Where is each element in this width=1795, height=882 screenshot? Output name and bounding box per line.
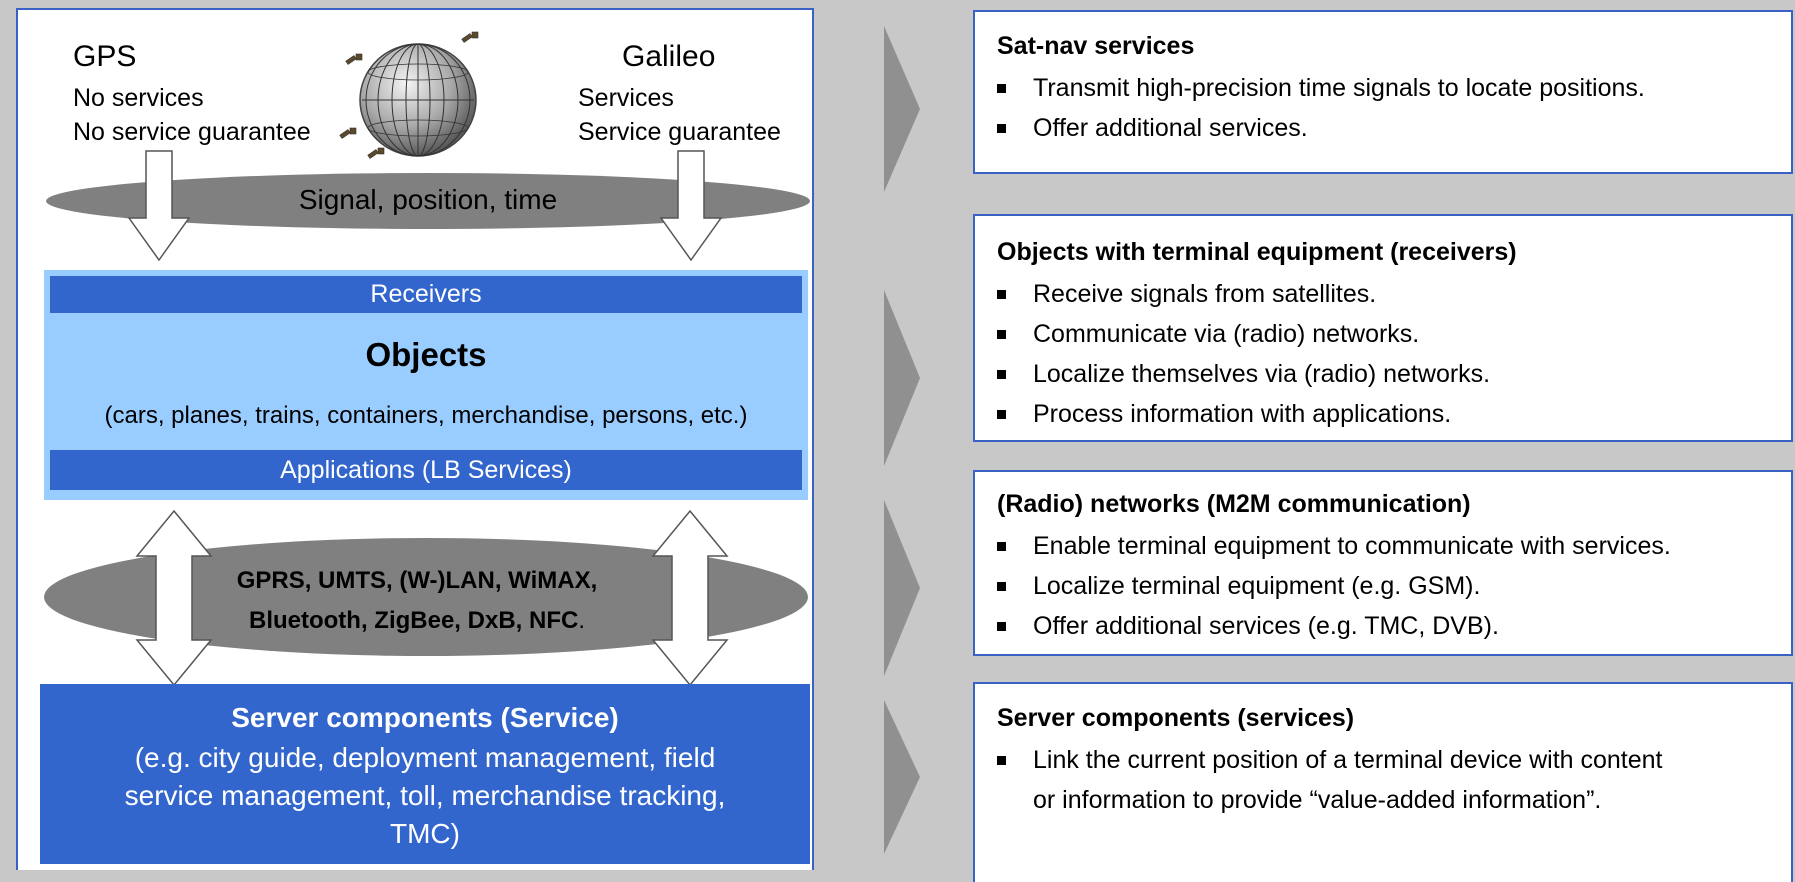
server-info-title: Server components (services) xyxy=(997,704,1355,732)
bullet-square-icon xyxy=(997,370,1006,379)
server-line-2: service management, toll, merchandise tr… xyxy=(124,780,726,811)
objects-examples: (cars, planes, trains, containers, merch… xyxy=(104,402,748,429)
chevron-server xyxy=(884,700,920,854)
list-item: Localize themselves via (radio) networks… xyxy=(997,354,1490,394)
gps-title: GPS xyxy=(73,40,137,73)
bullet-text: Offer additional services (e.g. TMC, DVB… xyxy=(1033,612,1499,640)
list-item: Offer additional services (e.g. TMC, DVB… xyxy=(997,606,1671,646)
bullet-text: Process information with applications. xyxy=(1033,400,1452,428)
sat-nav-box: Sat-nav services Transmit high-precision… xyxy=(973,10,1793,174)
list-item: Process information with applications. xyxy=(997,394,1490,434)
networks-info-box: (Radio) networks (M2M communication) Ena… xyxy=(973,470,1793,656)
list-item: Link the current position of a terminal … xyxy=(997,740,1663,780)
networks-line-2: Bluetooth, ZigBee, DxB, NFC. xyxy=(18,607,816,635)
list-item: Communicate via (radio) networks. xyxy=(997,314,1490,354)
networks-line-2-text: Bluetooth, ZigBee, DxB, NFC xyxy=(248,607,579,634)
bullet-square-icon xyxy=(997,542,1006,551)
server-line-3: TMC) xyxy=(390,818,460,849)
left-panel: GPS No services No service guarantee Gal… xyxy=(16,8,814,870)
applications-band: Applications (LB Services) xyxy=(50,450,802,490)
bullet-text: Offer additional services. xyxy=(1033,114,1308,142)
galileo-down-arrow xyxy=(659,150,723,262)
bullet-square-icon xyxy=(997,582,1006,591)
gps-line-1: No services xyxy=(73,84,204,112)
bullet-square-icon xyxy=(997,330,1006,339)
server-info-box: Server components (services) Link the cu… xyxy=(973,682,1793,882)
chevron-networks xyxy=(884,500,920,676)
networks-period: . xyxy=(578,607,585,634)
server-line-1: (e.g. city guide, deployment management,… xyxy=(134,742,716,773)
list-item: Localize terminal equipment (e.g. GSM). xyxy=(997,566,1671,606)
objects-info-bullets: Receive signals from satellites. Communi… xyxy=(997,274,1490,434)
sat-nav-bullets: Transmit high-precision time signals to … xyxy=(997,68,1645,148)
galileo-title: Galileo xyxy=(622,40,716,73)
objects-title: Objects xyxy=(365,336,487,373)
bullet-text: Receive signals from satellites. xyxy=(1033,280,1377,308)
galileo-line-2: Service guarantee xyxy=(578,118,781,146)
sat-nav-title: Sat-nav services xyxy=(997,32,1195,60)
list-item-continuation: or information to provide “value-added i… xyxy=(997,780,1663,820)
gps-line-2: No service guarantee xyxy=(73,118,311,146)
objects-info-title: Objects with terminal equipment (receive… xyxy=(997,238,1517,266)
bullet-square-icon xyxy=(997,124,1006,133)
bullet-text: Localize terminal equipment (e.g. GSM). xyxy=(1033,572,1481,600)
objects-box: Receivers Objects (cars, planes, trains,… xyxy=(44,270,808,500)
bullet-text: Enable terminal equipment to communicate… xyxy=(1033,532,1671,560)
bullet-text: Communicate via (radio) networks. xyxy=(1033,320,1420,348)
bullet-square-icon xyxy=(997,410,1006,419)
galileo-line-1: Services xyxy=(578,84,674,112)
networks-info-title: (Radio) networks (M2M communication) xyxy=(997,490,1471,518)
list-item: Transmit high-precision time signals to … xyxy=(997,68,1645,108)
bullet-square-icon xyxy=(997,84,1006,93)
signal-label: Signal, position, time xyxy=(298,184,558,215)
networks-info-bullets: Enable terminal equipment to communicate… xyxy=(997,526,1671,646)
bullet-square-icon xyxy=(997,290,1006,299)
bullet-text: or information to provide “value-added i… xyxy=(1033,786,1602,814)
server-updown-arrow xyxy=(651,509,729,687)
objects-info-box: Objects with terminal equipment (receive… xyxy=(973,214,1793,442)
list-item: Receive signals from satellites. xyxy=(997,274,1490,314)
bullet-text: Transmit high-precision time signals to … xyxy=(1033,74,1645,102)
bullet-text: Link the current position of a terminal … xyxy=(1033,746,1663,774)
bullet-text: Localize themselves via (radio) networks… xyxy=(1033,360,1491,388)
list-item: Enable terminal equipment to communicate… xyxy=(997,526,1671,566)
list-item: Offer additional services. xyxy=(997,108,1645,148)
gps-down-arrow xyxy=(127,150,191,262)
networks-line-1: GPRS, UMTS, (W-)LAN, WiMAX, xyxy=(236,567,598,594)
server-box: Server components (Service) (e.g. city g… xyxy=(40,684,810,864)
server-info-bullets: Link the current position of a terminal … xyxy=(997,740,1663,820)
receivers-updown-arrow xyxy=(135,509,213,687)
receivers-band: Receivers xyxy=(50,276,802,313)
server-title: Server components (Service) xyxy=(231,702,619,733)
chevron-sat-nav xyxy=(884,26,920,192)
bullet-square-icon xyxy=(997,756,1006,765)
chevron-objects xyxy=(884,290,920,466)
globe-with-satellites-icon xyxy=(339,31,479,159)
bullet-square-icon xyxy=(997,622,1006,631)
